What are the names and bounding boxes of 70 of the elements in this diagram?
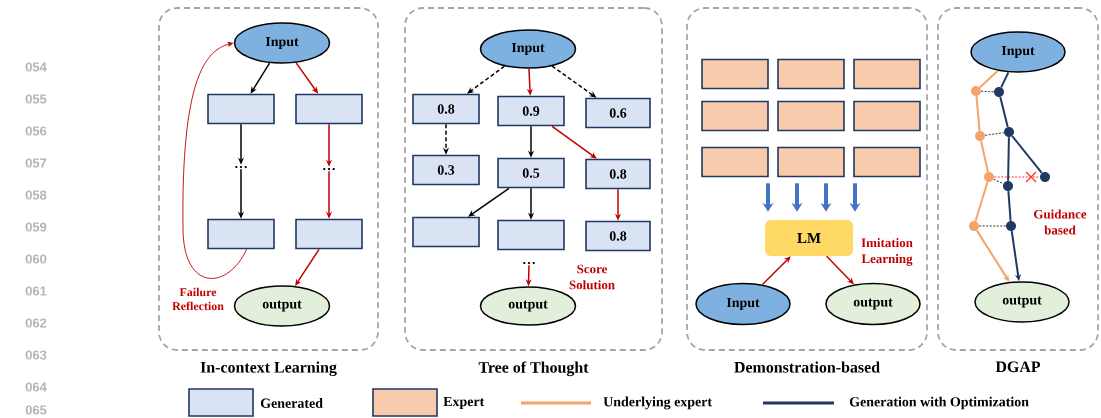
generated-box: 0.8 bbox=[585, 220, 651, 252]
arrow bbox=[975, 229, 1010, 282]
generated-box: 0.8 bbox=[412, 93, 480, 125]
generated-box: 0.3 bbox=[412, 154, 480, 186]
line-number: 060 bbox=[25, 254, 47, 264]
expert-box bbox=[853, 146, 921, 178]
line-number: 057 bbox=[25, 158, 47, 168]
annotation-text: Guidance based bbox=[1034, 209, 1087, 235]
arrow bbox=[468, 187, 510, 217]
node-label: Demonstration-based bbox=[734, 361, 880, 373]
arrow bbox=[295, 248, 320, 286]
connector-line bbox=[1011, 135, 1043, 174]
generated-box bbox=[207, 218, 275, 250]
generated-box bbox=[412, 216, 480, 248]
generated-box: 0.8 bbox=[585, 158, 651, 190]
legend-text: Underlying expert bbox=[603, 396, 712, 410]
ellipsis-text: … bbox=[235, 165, 247, 169]
generated-box bbox=[207, 93, 275, 125]
line-number: 062 bbox=[25, 318, 47, 328]
line-number: 056 bbox=[25, 126, 47, 136]
line-number: 061 bbox=[25, 286, 47, 296]
ellipsis-text: … bbox=[523, 261, 535, 265]
connector-line bbox=[1007, 190, 1012, 222]
line-number: 063 bbox=[25, 350, 47, 360]
dashed-line bbox=[980, 90, 995, 93]
annotation-text: Imitation Learning bbox=[861, 238, 913, 266]
line-number: 059 bbox=[25, 222, 47, 232]
generated-box: 0.9 bbox=[497, 95, 565, 127]
expert-box bbox=[777, 100, 845, 132]
expert-box bbox=[777, 146, 845, 178]
generated-box: 0.6 bbox=[585, 97, 651, 129]
legend-text: Expert bbox=[443, 396, 485, 410]
dashed-line bbox=[993, 178, 1004, 185]
line-number: 055 bbox=[25, 94, 47, 104]
expert-box bbox=[701, 58, 769, 90]
arrow bbox=[250, 62, 271, 94]
connector-line bbox=[1007, 136, 1010, 182]
ellipsis-text: … bbox=[323, 167, 335, 171]
node-label: In-context Learning bbox=[200, 361, 337, 376]
model-box: LM bbox=[765, 220, 853, 256]
generated-box bbox=[497, 219, 565, 251]
line-number: 058 bbox=[25, 190, 47, 200]
legend-text: Generated bbox=[260, 398, 323, 408]
connector-line bbox=[974, 181, 989, 223]
dashed-line bbox=[978, 225, 1007, 227]
node-label: DGAP bbox=[995, 361, 1041, 373]
line-number: 054 bbox=[25, 62, 47, 72]
expert-box bbox=[701, 100, 769, 132]
line-number: 064 bbox=[25, 382, 47, 392]
connector-line bbox=[999, 96, 1009, 128]
line-number: 065 bbox=[25, 405, 47, 415]
node-label: Tree of Thought bbox=[478, 361, 589, 377]
expert-box bbox=[777, 58, 845, 90]
expert-box bbox=[701, 146, 769, 178]
arrow bbox=[761, 256, 791, 286]
connector-line bbox=[975, 95, 981, 132]
connector-line bbox=[980, 140, 989, 173]
edge-label: Failure Reflection bbox=[166, 286, 230, 312]
generated-box bbox=[295, 218, 363, 250]
legend-text: Generation with Optimization bbox=[849, 396, 1029, 410]
arrow bbox=[551, 125, 597, 159]
expert-box bbox=[853, 58, 921, 90]
arrow bbox=[182, 42, 248, 279]
connector-line bbox=[978, 69, 999, 89]
generated-box bbox=[295, 93, 363, 125]
generated-box: 0.5 bbox=[497, 157, 565, 189]
dashed-line bbox=[984, 132, 1005, 136]
expert-box bbox=[853, 100, 921, 132]
dashed-line bbox=[993, 176, 1041, 178]
connector-line bbox=[1000, 71, 1010, 89]
